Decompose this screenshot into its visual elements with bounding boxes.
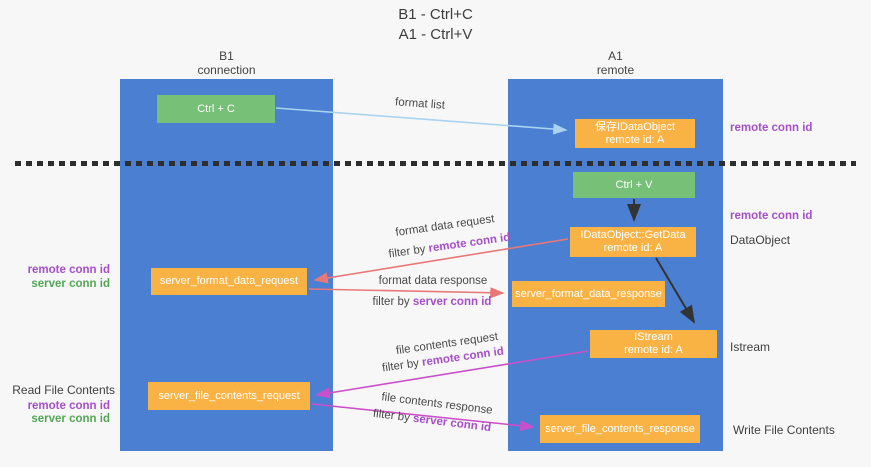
node-save-idataobject: 保存IDataObject remote id: A — [575, 119, 695, 148]
node-idataobject-getdata: IDataObject::GetData remote id: A — [570, 227, 696, 257]
side-label-read-file-contents: Read File Contents — [12, 383, 115, 397]
node-server-format-data-response: server_format_data_response — [512, 281, 665, 307]
phase-separator-dashed-line — [15, 161, 856, 166]
lane-b1-sub: connection — [197, 63, 256, 77]
arrow-format-data-response — [308, 287, 505, 299]
node-save-idataobject-line2: remote id: A — [605, 133, 665, 146]
edge-label-filter-by-server-1: filter by server conn id — [352, 296, 512, 308]
lane-a1-sub: remote — [596, 63, 635, 77]
lane-b1-name: B1 — [219, 49, 234, 63]
node-save-idataobject-line1: 保存IDataObject — [594, 120, 676, 133]
side-label-remote-conn-id-left1: remote conn id — [27, 264, 110, 276]
node-istream-line2: remote id: A — [624, 344, 683, 356]
side-label-server-conn-id-left2: server conn id — [31, 413, 110, 425]
server-conn-id-text: server conn id — [412, 296, 492, 308]
node-ctrl-c: Ctrl + C — [157, 95, 275, 123]
side-label-istream: Istream — [730, 340, 771, 354]
side-label-remote-conn-id-left2: remote conn id — [27, 400, 110, 412]
server-conn-id-text: server conn id — [412, 412, 492, 435]
remote-conn-id-text: remote conn id — [427, 231, 512, 255]
node-server-file-contents-request: server_file_contents_request — [148, 382, 310, 410]
edge-label-format-list: format list — [394, 96, 446, 112]
side-label-write-file-contents: Write File Contents — [733, 423, 835, 437]
lane-header-a1: A1 remote — [508, 49, 723, 77]
diagram-title-line1: B1 - Ctrl+C — [398, 6, 473, 23]
lane-header-b1: B1 connection — [120, 49, 333, 77]
filter-by-text: filter by — [372, 407, 414, 425]
node-istream: IStream remote id: A — [590, 330, 717, 358]
node-idataobject-getdata-line1: IDataObject::GetData — [580, 229, 686, 241]
node-server-file-contents-response: server_file_contents_response — [540, 415, 700, 443]
filter-by-text: filter by — [381, 356, 423, 375]
side-label-server-conn-id-left1: server conn id — [31, 278, 110, 290]
node-istream-line1: IStream — [634, 331, 673, 343]
side-label-remote-conn-id-top: remote conn id — [730, 122, 813, 134]
filter-by-text: filter by — [387, 242, 430, 261]
node-idataobject-getdata-line2: remote id: A — [603, 242, 663, 254]
node-ctrl-v: Ctrl + V — [573, 172, 695, 198]
node-server-format-data-request: server_format_data_request — [151, 268, 307, 295]
side-label-dataobject: DataObject — [730, 233, 791, 247]
diagram-title-line2: A1 - Ctrl+V — [398, 26, 473, 43]
side-label-remote-conn-id-mid: remote conn id — [730, 210, 813, 222]
edge-label-format-data-response: format data response — [378, 275, 488, 287]
filter-by-text: filter by — [372, 296, 413, 308]
lane-a1-name: A1 — [608, 49, 623, 63]
